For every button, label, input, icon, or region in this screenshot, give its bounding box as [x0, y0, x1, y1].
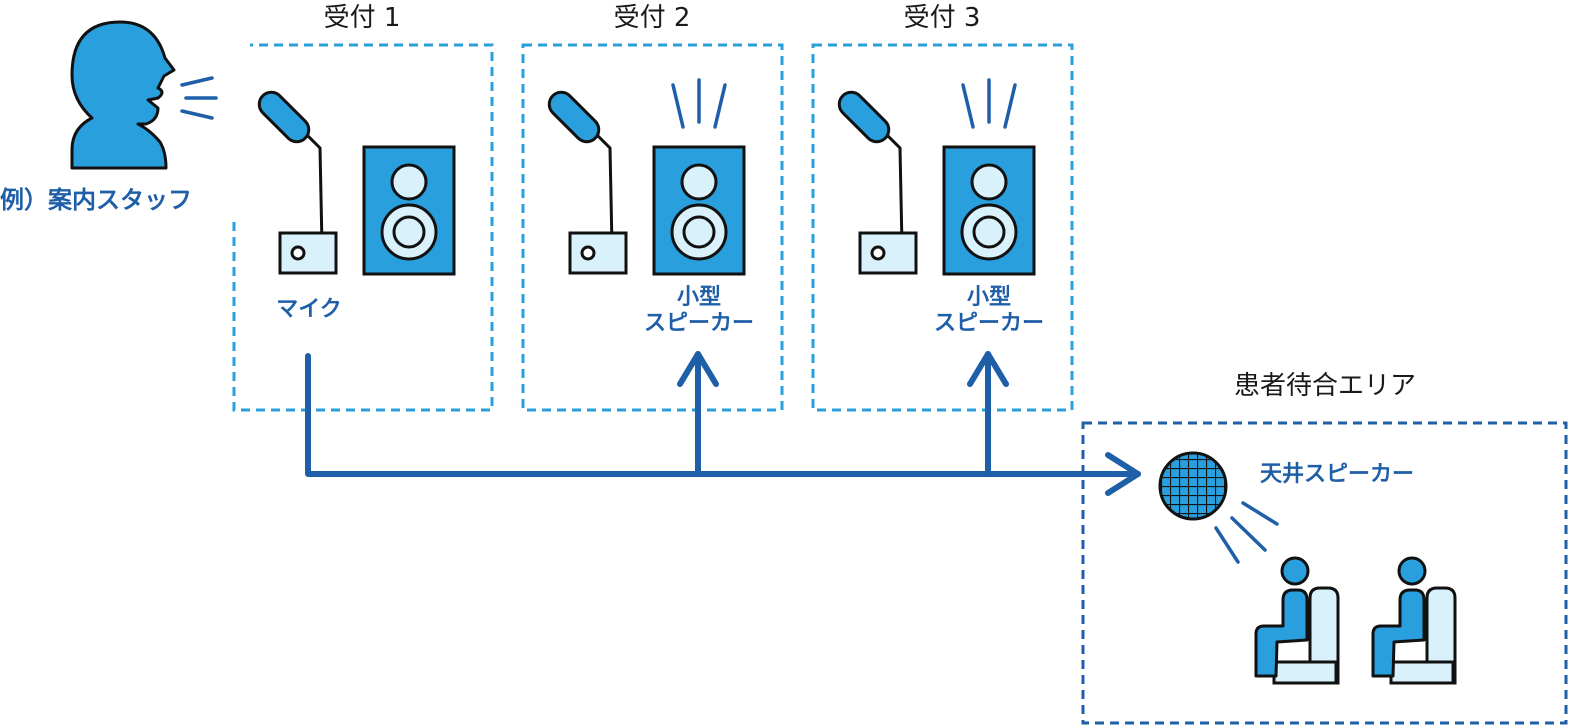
- seated-patient-icon: [1371, 556, 1457, 685]
- speaker-icon: [362, 145, 456, 276]
- seated-patient-icon: [1254, 556, 1340, 685]
- counter-2-title: 受付 2: [614, 3, 691, 33]
- counter-2-zone: 受付 2 小型 スピーカー: [521, 3, 784, 412]
- microphone-icon: [542, 85, 628, 275]
- counter-1-zone: 受付 1 マイク: [232, 3, 494, 412]
- microphone-icon: [252, 85, 338, 275]
- staff-label: 例）案内スタッフ: [0, 186, 192, 214]
- small-speaker-label-line1: 小型: [677, 285, 721, 310]
- counter-1-title: 受付 1: [324, 3, 401, 33]
- ceiling-speaker-label: 天井スピーカー: [1260, 462, 1414, 487]
- small-speaker-label-line2: スピーカー: [934, 311, 1044, 336]
- small-speaker-label-line2: スピーカー: [644, 311, 754, 336]
- voice-lines-icon: [180, 76, 218, 120]
- signal-flow-arrows: [305, 351, 1141, 496]
- sound-lines-icon: [961, 78, 1017, 129]
- ceiling-speaker-icon: [1158, 451, 1228, 521]
- microphone-icon: [832, 85, 918, 275]
- small-speaker-icon: [942, 145, 1036, 276]
- microphone-label: マイク: [276, 297, 342, 322]
- counter-3-title: 受付 3: [904, 3, 981, 33]
- staff-person-icon: [70, 20, 176, 170]
- small-speaker-icon: [652, 145, 746, 276]
- waiting-area-zone: 患者待合エリア 天井スピーカー: [1081, 371, 1568, 725]
- waiting-area-title: 患者待合エリア: [1234, 371, 1416, 401]
- ceiling-sound-lines-icon: [1214, 501, 1279, 564]
- counter-3-zone: 受付 3 小型 スピーカー: [811, 3, 1074, 412]
- small-speaker-label-line1: 小型: [967, 285, 1011, 310]
- sound-lines-icon: [671, 78, 727, 129]
